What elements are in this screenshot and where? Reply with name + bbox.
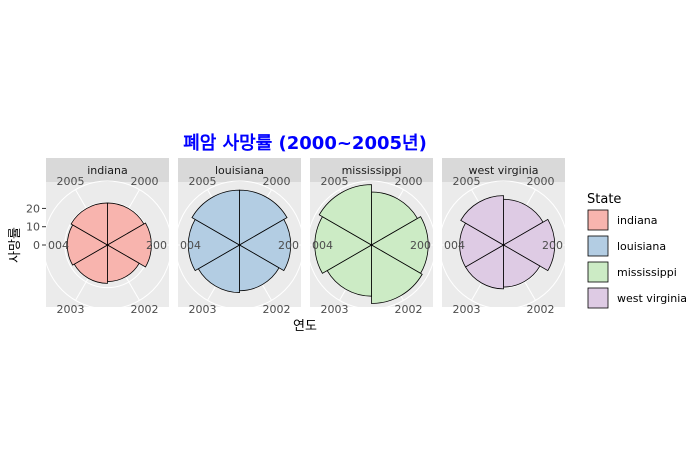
bar-wedge-2005 <box>191 189 240 246</box>
theta-tick-label: 2005 <box>453 175 481 188</box>
facet-strip-label: indiana <box>87 164 128 177</box>
bar-wedge-2004 <box>187 218 241 272</box>
theta-tick-label: 2000 <box>263 175 291 188</box>
theta-tick-label: 2000 <box>131 175 159 188</box>
legend-key-mississippi <box>587 261 609 283</box>
theta-tick-label: 2003 <box>189 303 217 316</box>
facet-strip-label: mississippi <box>342 164 402 177</box>
facet-strip <box>178 158 301 182</box>
bar-wedge-2003 <box>326 244 372 297</box>
theta-tick-label: 2003 <box>321 303 349 316</box>
theta-tick-label: 004 <box>48 239 69 252</box>
facet-strip <box>46 158 169 182</box>
theta-tick-label: 2000 <box>527 175 555 188</box>
legend-label: mississippi <box>617 266 677 279</box>
bar-wedge-2002 <box>503 244 541 288</box>
y-tick-label: 20 <box>26 202 40 215</box>
legend-label: west virginia <box>617 292 687 305</box>
bar-wedge-2005 <box>318 184 372 246</box>
theta-tick-label: 2003 <box>453 303 481 316</box>
theta-tick-label: 2002 <box>131 303 159 316</box>
bar-wedge-2001 <box>238 218 292 272</box>
legend-key-west-virginia <box>587 287 609 309</box>
bar-wedge-2000 <box>239 189 288 246</box>
theta-tick-label: 2003 <box>57 303 85 316</box>
theta-tick-label: 200 <box>146 239 167 252</box>
theta-tick-label: 2002 <box>395 303 423 316</box>
bar-wedge-2001 <box>370 216 429 274</box>
y-tick-label: 10 <box>26 221 40 234</box>
theta-tick-label: 2005 <box>189 175 217 188</box>
bar-wedge-2000 <box>107 202 145 246</box>
legend-key-louisiana <box>587 235 609 257</box>
y-axis: 20 10 0 <box>26 202 46 252</box>
x-axis-title: 연도 <box>293 319 317 334</box>
theta-tick-label: 2005 <box>321 175 349 188</box>
bar-wedge-2000 <box>371 191 418 246</box>
theta-tick-label: 004 <box>444 239 465 252</box>
theta-tick-label: 200 <box>278 239 299 252</box>
facet-strip-label: west virginia <box>468 164 538 177</box>
legend-title: State <box>587 192 621 207</box>
theta-tick-label: 004 <box>180 239 201 252</box>
legend-label: louisiana <box>617 240 666 253</box>
facet-strip <box>310 158 433 182</box>
bar-wedge-2004 <box>459 222 505 268</box>
y-tick-label: 0 <box>33 239 40 252</box>
legend-key-indiana <box>587 209 609 231</box>
bar-wedge-2001 <box>106 222 152 268</box>
bar-wedge-2005 <box>460 195 504 246</box>
theta-tick-label: 2000 <box>395 175 423 188</box>
legend: State indiana louisiana mississippi west vi… <box>587 192 687 309</box>
bar-wedge-2004 <box>314 216 373 274</box>
theta-tick-label: 200 <box>542 239 563 252</box>
theta-tick-label: 2002 <box>263 303 291 316</box>
bar-wedge-2003 <box>197 244 240 293</box>
facet-strip <box>442 158 565 182</box>
plot-title: 폐암 사망률 (2000~2005년) <box>183 133 427 154</box>
y-axis-title: 사망률 <box>8 227 23 263</box>
theta-tick-label: 004 <box>312 239 333 252</box>
bar-wedge-2002 <box>371 244 423 304</box>
theta-tick-label: 2005 <box>57 175 85 188</box>
legend-label: indiana <box>617 214 658 227</box>
bar-wedge-2001 <box>502 218 556 272</box>
bar-wedge-2000 <box>503 198 544 246</box>
theta-tick-label: 2002 <box>527 303 555 316</box>
bar-wedge-2005 <box>70 202 108 246</box>
facet-panels: indiana2000200200220030042005louisiana20… <box>43 158 568 316</box>
bar-wedge-2003 <box>464 244 504 290</box>
theta-tick-label: 200 <box>410 239 431 252</box>
bar-wedge-2002 <box>239 244 280 292</box>
facet-strip-label: louisiana <box>215 164 264 177</box>
